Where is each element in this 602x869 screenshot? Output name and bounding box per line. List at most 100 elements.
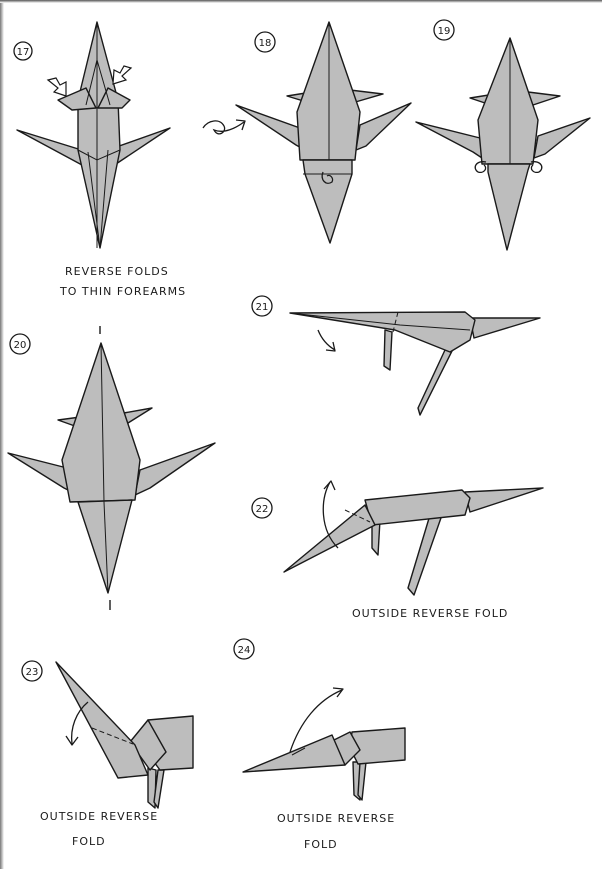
step-18: 18 — [202, 21, 412, 244]
step-17-right-flap — [97, 87, 131, 109]
step-24-arrows — [289, 687, 344, 753]
step-21-body — [289, 311, 476, 353]
step-18-marker: 18 — [254, 31, 276, 53]
step-22-body — [364, 489, 471, 526]
step-21-rotate-arrowhead — [325, 341, 336, 352]
step-20-waist-crease — [69, 499, 136, 503]
step-18-model — [235, 21, 412, 244]
step-18-left-arm — [235, 104, 306, 151]
step-17: 17 REVERSE FOLDS TO THIN FOREARMS — [13, 21, 186, 298]
step-24-fold-arrowhead — [332, 687, 344, 698]
step-17-right-push-arrow — [112, 65, 133, 85]
step-19-lower-body — [487, 163, 531, 251]
step-24: 24 OUTSIDE REVERSE FOLD — [233, 638, 406, 851]
step-18-right-arm — [355, 102, 412, 151]
step-18-circle — [254, 31, 276, 53]
step-21-front-leg — [383, 329, 393, 371]
step-23-arrows — [65, 701, 89, 746]
step-22-number: 22 — [256, 504, 269, 515]
step-19-number: 19 — [438, 26, 451, 37]
step-24-circle — [233, 638, 255, 660]
step-17-upper-crease — [85, 58, 111, 106]
step-21-tail — [469, 317, 541, 339]
step-21-back-leg — [417, 344, 456, 416]
step-18-lower-body — [302, 159, 353, 244]
step-22-neck — [283, 504, 376, 573]
step-22-marker: 22 — [251, 497, 273, 519]
step-20-axis-marks — [99, 326, 111, 610]
step-23-model — [55, 661, 194, 809]
step-22-valley-line — [344, 509, 371, 523]
step-17-caption-line-2: TO THIN FOREARMS — [59, 285, 186, 298]
step-24-caption-line-1: OUTSIDE REVERSE — [277, 812, 395, 825]
step-18-fold-loop — [321, 171, 334, 184]
step-23: 23 OUTSIDE REVERSE FOLD — [21, 660, 194, 848]
step-23-valley-line — [91, 727, 134, 745]
step-23-shoulder — [129, 719, 167, 771]
step-19-left-arm — [415, 121, 483, 159]
step-24-model — [242, 727, 406, 801]
step-22: 22 OUTSIDE REVERSE FOLD — [251, 480, 544, 620]
step-22-caption: OUTSIDE REVERSE FOLD — [352, 607, 508, 620]
step-23-circle — [21, 660, 43, 682]
step-20-right-arm — [134, 442, 216, 496]
step-21-arrows — [317, 329, 336, 352]
step-21-rotate-arrow — [317, 329, 336, 351]
step-24-number: 24 — [238, 645, 251, 656]
step-17-waist-crease — [77, 149, 121, 161]
step-22-back-leg — [407, 514, 443, 596]
step-17-circle — [13, 41, 33, 61]
step-19: 19 — [415, 19, 591, 251]
step-24-caption-line-2: FOLD — [304, 838, 338, 851]
step-17-marker: 17 — [13, 41, 33, 61]
step-24-back-leg — [357, 761, 367, 801]
step-19-circle — [433, 19, 455, 41]
step-18-turn-over-arrowhead — [235, 119, 246, 131]
step-18-number: 18 — [259, 38, 272, 49]
step-19-model — [415, 37, 591, 251]
step-22-circle — [251, 497, 273, 519]
step-17-number: 17 — [17, 47, 30, 58]
step-19-upper-body — [477, 37, 539, 165]
step-17-left-push-arrow — [46, 77, 67, 97]
step-21: 21 — [251, 295, 541, 416]
step-21-marker: 21 — [251, 295, 273, 317]
step-21-circle — [251, 295, 273, 317]
step-23-caption-line-2: FOLD — [72, 835, 106, 848]
step-17-arrows — [46, 65, 133, 97]
step-19-left-fold-loop — [474, 161, 487, 174]
step-20-center-crease — [100, 342, 105, 503]
step-19-marker: 19 — [433, 19, 455, 41]
step-19-arrows — [474, 161, 543, 174]
step-23-fold-arrow — [70, 701, 89, 745]
step-17-caption-line-1: REVERSE FOLDS — [65, 265, 169, 278]
step-21-valley-line — [392, 311, 399, 333]
step-22-arrows — [322, 480, 339, 549]
step-23-neck — [55, 661, 149, 779]
step-23-caption-line-1: OUTSIDE REVERSE — [40, 810, 158, 823]
step-22-model — [283, 487, 544, 596]
step-21-model — [289, 311, 541, 416]
step-24-head-crease — [291, 747, 306, 756]
step-20: 20 — [7, 326, 216, 610]
step-17-model — [16, 21, 171, 249]
step-19-right-arm — [533, 117, 591, 159]
step-18-turn-over-arrow — [202, 120, 245, 135]
step-24-fold-arrow — [289, 689, 343, 753]
step-22-tail — [464, 487, 544, 513]
step-21-body-crease — [289, 312, 471, 331]
step-22-lift-arrow — [322, 481, 339, 549]
step-23-number: 23 — [26, 667, 39, 678]
step-17-lower-crease — [87, 149, 109, 249]
step-24-marker: 24 — [233, 638, 255, 660]
step-19-right-fold-loop — [530, 161, 543, 174]
step-23-fold-arrowhead — [65, 735, 79, 746]
step-20-number: 20 — [14, 340, 27, 351]
step-20-circle — [9, 333, 31, 355]
step-23-marker: 23 — [21, 660, 43, 682]
step-18-arrows — [202, 119, 334, 184]
step-20-marker: 20 — [9, 333, 31, 355]
step-21-number: 21 — [256, 302, 269, 313]
